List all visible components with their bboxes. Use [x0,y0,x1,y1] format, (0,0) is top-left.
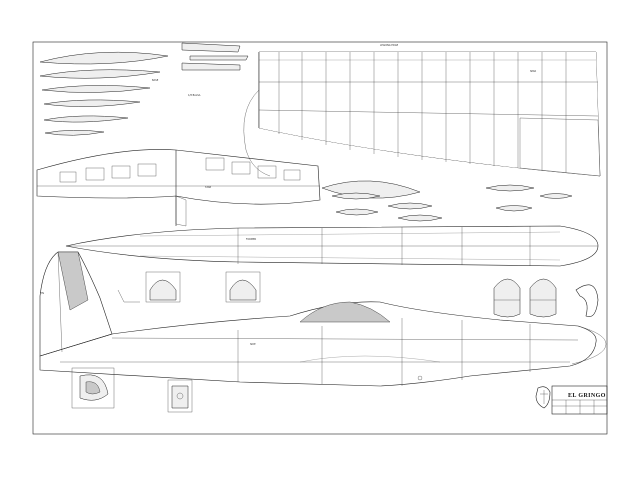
bracket [117,289,140,303]
spinner [571,325,607,365]
sheet-border [32,41,608,435]
part-f [397,214,443,222]
canopy [299,301,391,323]
rib-1 [39,51,169,65]
part-h [495,205,533,212]
fuse-side-outline [39,301,597,387]
rib-templates: BASE 1/8 BALSA [39,42,249,136]
cowl-front-views [493,278,599,318]
cowl-front-1 [493,278,521,318]
wing-tip-curve [243,89,271,177]
former-box-2 [225,271,261,303]
bottom-details [71,367,193,413]
fuselage-top-view: FORMER [65,225,599,267]
rudder-hinge [57,251,63,353]
part-d [335,208,379,216]
note-wing-top: LEADING EDGE [380,44,399,47]
aileron [519,117,601,177]
wheel-mark [417,375,423,381]
fuse-top-longeron-b [139,255,561,261]
note-fin: FIN [40,292,44,295]
small-parts [321,180,573,222]
former-box-1 [145,271,181,303]
stab-lightening-holes [59,157,301,183]
title-block: EL GRINGO [535,385,608,415]
detail-box-1 [71,367,115,409]
detail-box-2 [167,379,193,413]
wing-panel: LEADING EDGE SPAR [243,44,601,177]
fuse-top-longeron-a [139,231,561,237]
fin-rudder: FIN [39,251,113,357]
part-e [387,202,433,210]
fuselage-side-view: SIDE [39,301,607,387]
wing-fill [259,52,600,176]
part-c [331,192,381,200]
note-small: 1/8 BALSA [188,94,201,97]
small-part-a [181,42,241,53]
note-fuse-top: FORMER [246,238,256,241]
wing-spar-rear [258,109,599,117]
rudder [57,251,89,311]
title-text: EL GRINGO [568,393,606,399]
note-rib-label: BASE [152,79,159,82]
former-details [117,271,261,303]
firewall-ring [575,284,599,317]
note-stab: STAB [205,186,211,189]
logo-emblem [535,386,551,409]
wing-fillet [299,355,441,363]
note-wing-spar: SPAR [530,70,536,73]
rib-4 [43,99,141,107]
rib-6 [44,130,105,136]
elevator-left [175,195,187,227]
wing-ribs [278,52,567,173]
tip-block [181,62,241,71]
part-g [485,184,535,192]
stabilizer: STAB [36,149,321,227]
cowl-front-2 [529,278,557,318]
fuse-side-longeron-top [111,337,579,341]
note-fuse-side: SIDE [250,343,256,346]
rib-5 [43,115,129,123]
part-i [539,193,573,199]
rib-2 [39,69,161,79]
rib-3 [41,85,151,93]
small-part-b [189,55,249,61]
stab-outline [36,149,321,205]
